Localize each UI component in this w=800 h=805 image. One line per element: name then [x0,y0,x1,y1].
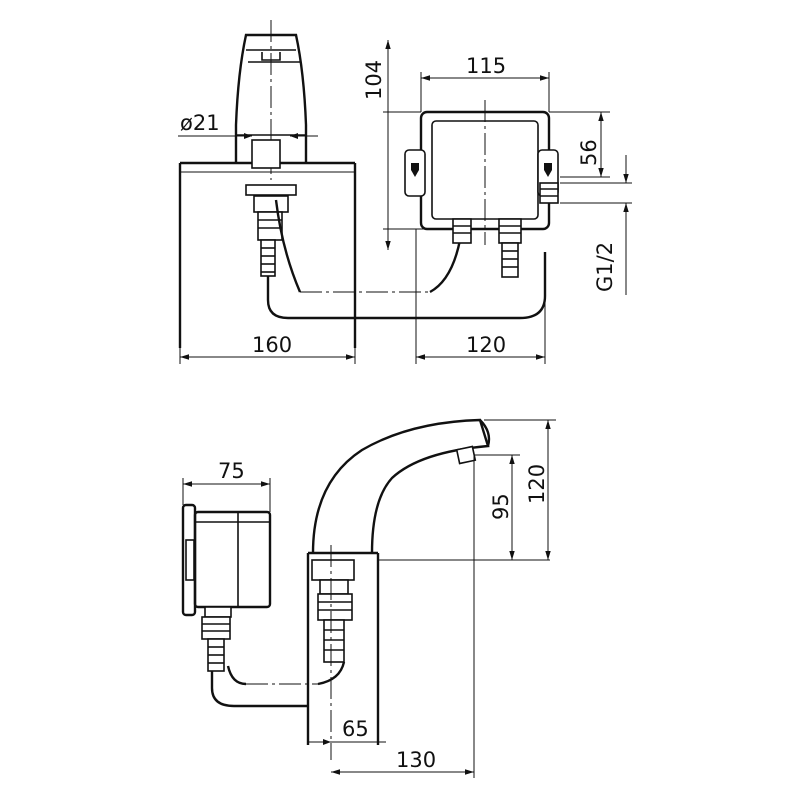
dimension-diameter-21: ø21 [178,111,318,139]
dimension-120-side: 120 [484,419,556,560]
dim-115-label: 115 [466,54,506,78]
dim-56-label: 56 [577,139,601,166]
dimension-115: 115 [420,54,550,112]
dim-160-label: 160 [252,333,292,357]
dimension-130: 130 [331,748,474,775]
dimension-65: 65 [308,717,386,745]
dim-75-label: 75 [218,459,245,483]
side-under-deck-fittings [311,545,355,760]
under-deck-fittings [245,139,297,277]
top-view: 104 115 ø21 56 [178,20,632,364]
dimension-75: 75 [182,459,271,512]
control-box [404,100,559,278]
dim-95-label: 95 [489,493,513,520]
dimension-160: 160 [179,333,356,364]
dim-104-label: 104 [362,60,386,100]
dimension-56: 56 [549,111,610,178]
dim-g12-label: G1/2 [593,242,617,292]
dim-120-side-label: 120 [525,464,549,504]
faucet-spout-side [311,418,491,554]
flex-hose-top [266,199,547,320]
dim-130-label: 130 [396,748,436,772]
side-view: 75 95 120 65 130 [181,418,556,778]
dimension-95: 95 [474,454,520,560]
dim-120-top-label: 120 [466,333,506,357]
flex-hose-side [210,661,346,708]
dimension-104: 104 [362,40,452,250]
dimension-120-top: 120 [415,229,546,364]
dim-diameter-21-label: ø21 [180,111,220,135]
dim-65-label: 65 [342,717,369,741]
dimension-g12-thread: G1/2 [560,155,632,295]
side-control-box [181,503,272,672]
